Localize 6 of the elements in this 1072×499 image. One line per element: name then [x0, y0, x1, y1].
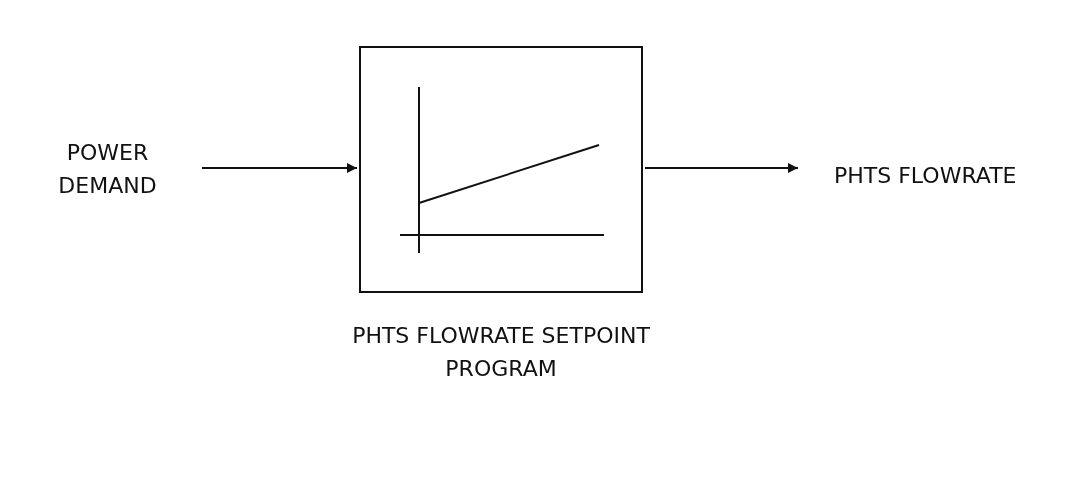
program-box — [359, 46, 643, 293]
arrow — [201, 163, 358, 173]
node-label: PHTS FLOWRATE — [833, 161, 1018, 190]
node-label: POWER DEMAND — [57, 139, 158, 200]
arrow — [644, 163, 799, 173]
box-caption: PHTS FLOWRATE SETPOINT PROGRAM — [351, 322, 651, 383]
